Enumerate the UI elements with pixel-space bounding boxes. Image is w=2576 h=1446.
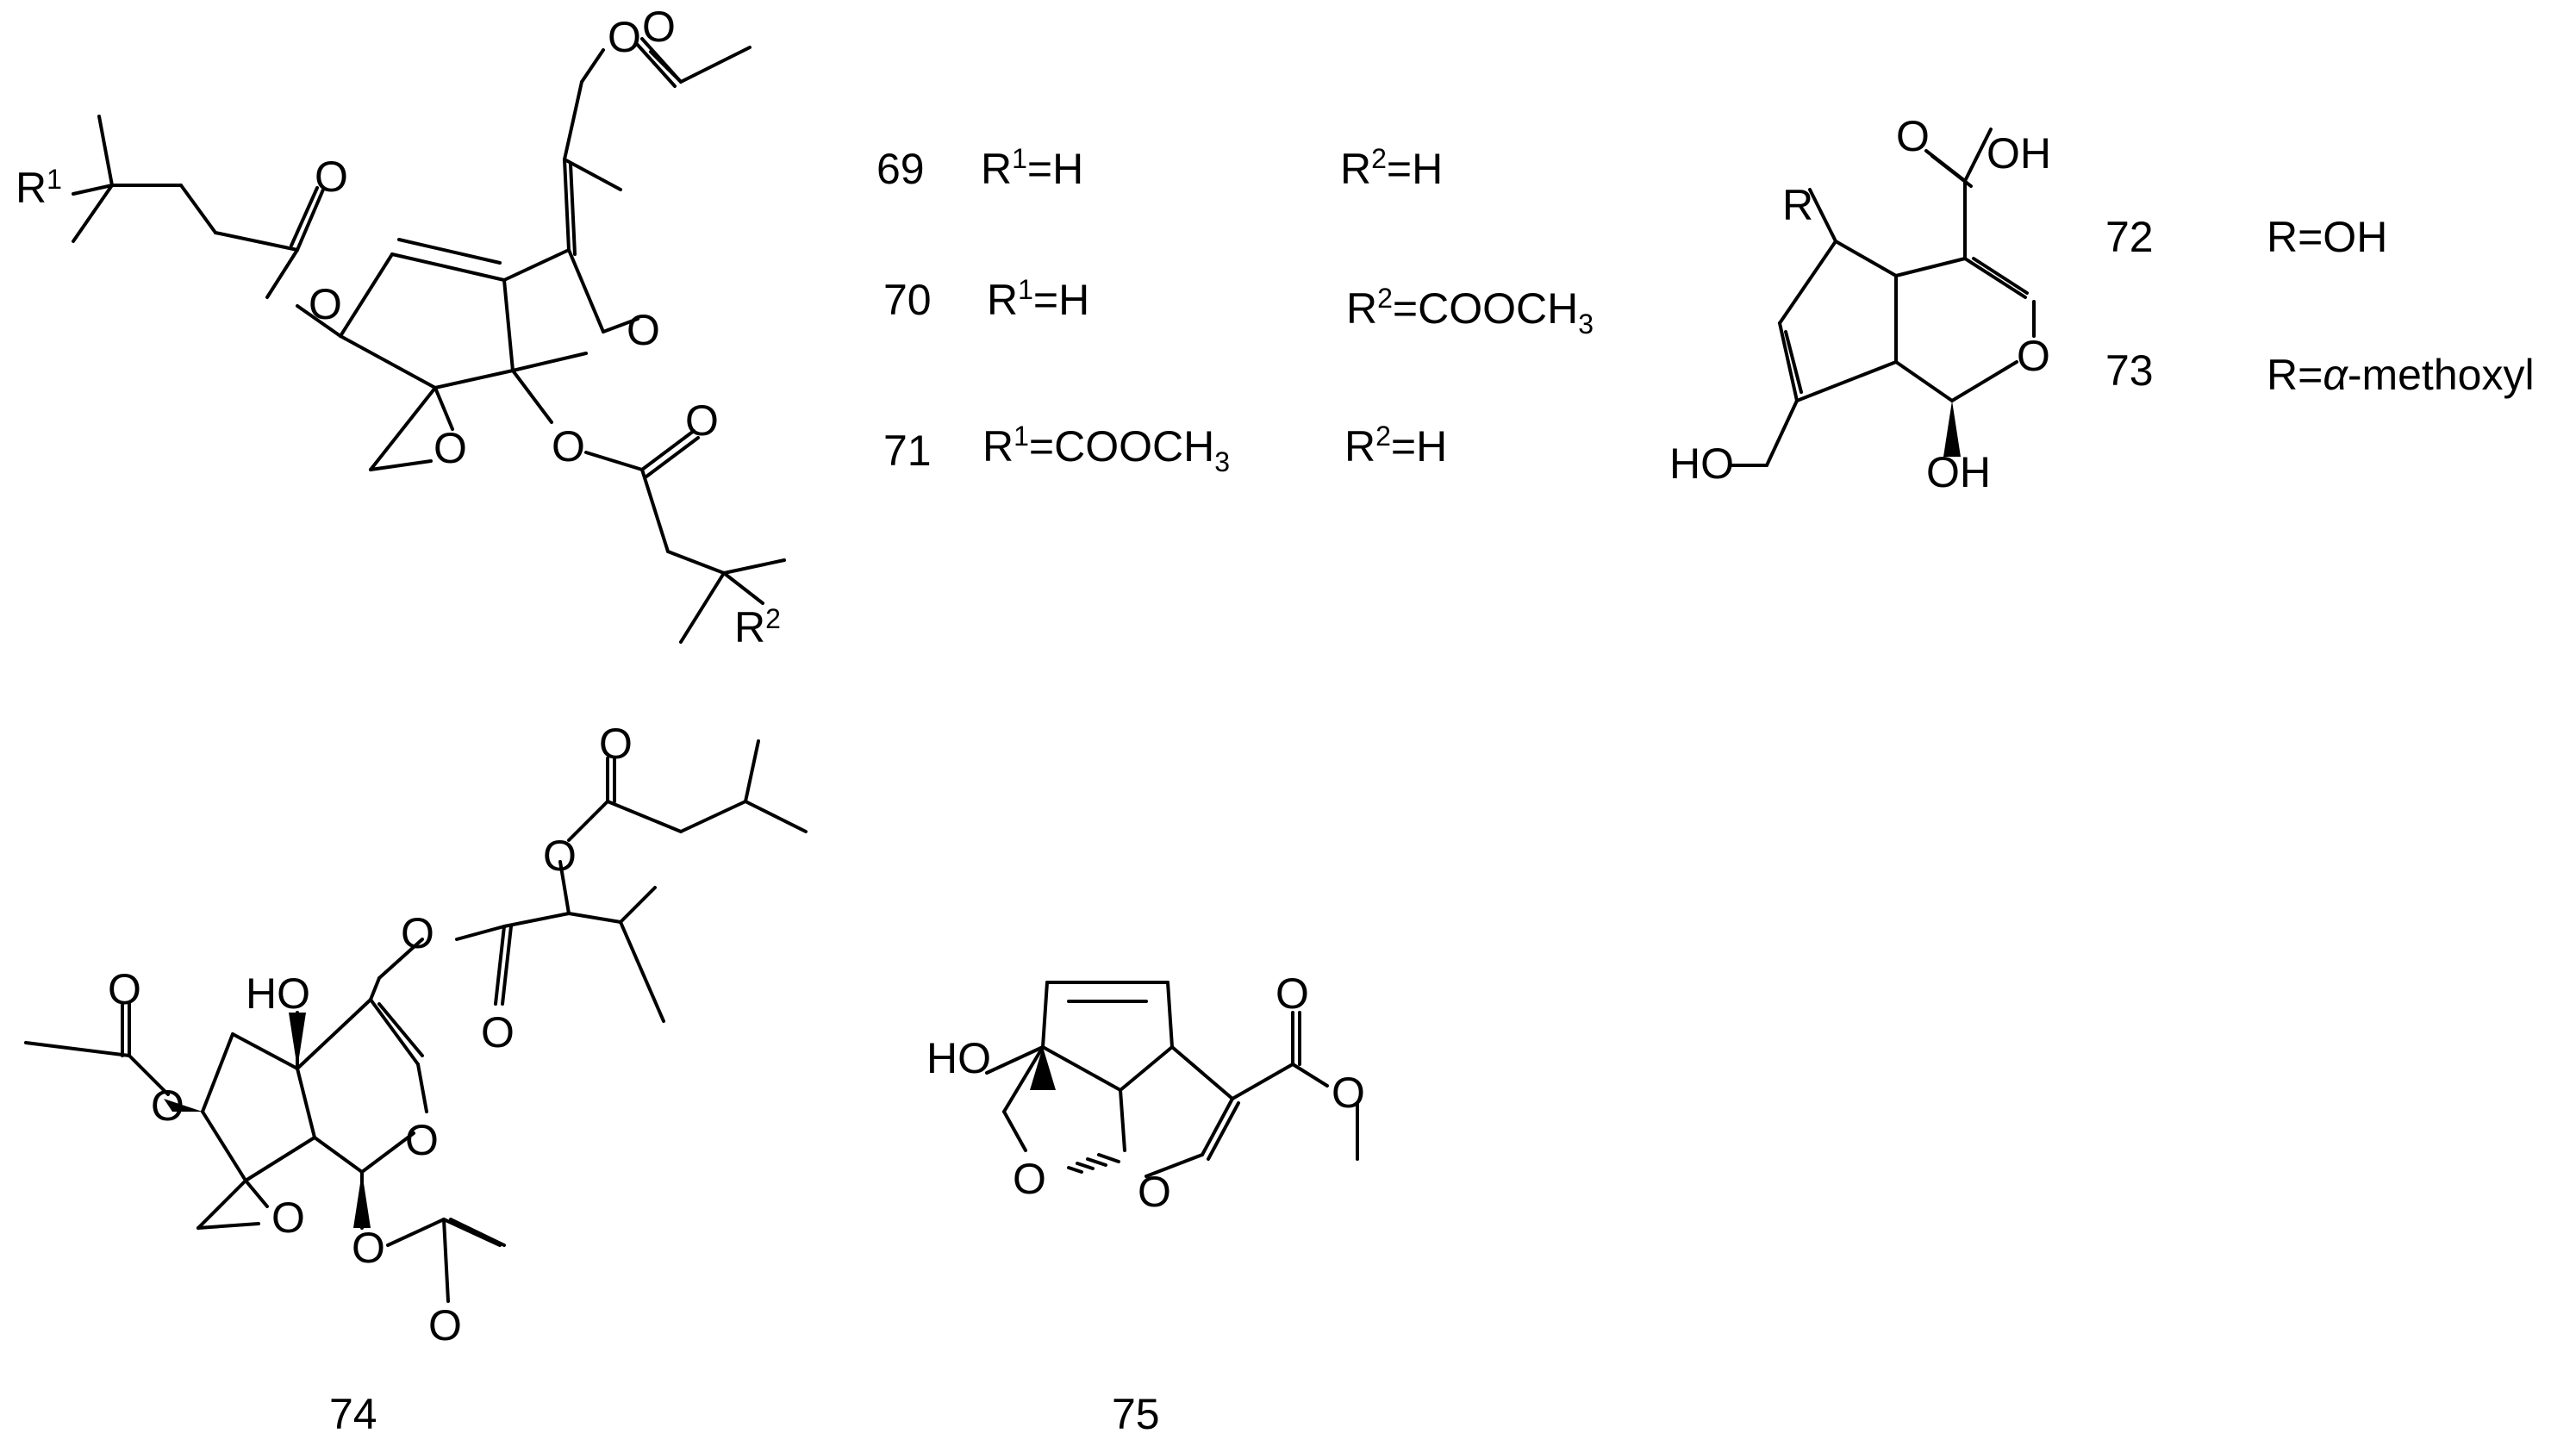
atom-o: O [1276, 969, 1309, 1018]
atom-o: O [543, 832, 577, 880]
compound-69-number: 69 [876, 145, 925, 193]
structure-75: HO O O O O 75 [926, 969, 1365, 1438]
stereo-wedge [164, 1099, 203, 1112]
atom-o: O [599, 720, 633, 768]
structure-69-71: O O O O O O O O R1 R2 [16, 3, 786, 651]
atom-ho: HO [1669, 439, 1734, 488]
atom-o: O [315, 153, 348, 201]
substituent-table-72-73: 72 R=OH 73 R=α-methoxyl [2105, 213, 2535, 399]
compound-75-number: 75 [1112, 1390, 1160, 1438]
compound-71-r2: R2=H [1344, 421, 1447, 471]
compound-74-number: 74 [329, 1390, 377, 1438]
compound-73-number: 73 [2105, 346, 2154, 395]
r2-group-label: R2 [734, 603, 781, 651]
compound-71-r1: R1=COOCH3 [982, 421, 1230, 477]
atom-r: R [1782, 181, 1813, 229]
atom-oh: OH [1987, 129, 2051, 178]
compound-71-number: 71 [883, 427, 932, 475]
atom-o: O [627, 306, 660, 354]
atom-ho: HO [926, 1034, 991, 1082]
atom-oh: HO [246, 969, 310, 1018]
structure-72-73: OH O O R HO OH [1669, 112, 2051, 496]
substituent-table-69-71: 69 R1=H R2=H 70 R1=H R2=COOCH3 71 R1=COO… [876, 143, 1594, 477]
atom-o: O [433, 424, 467, 472]
atom-o: O [405, 1116, 439, 1164]
atom-o: O [608, 13, 641, 61]
stereo-wedge [353, 1172, 371, 1228]
compound-70-number: 70 [883, 276, 932, 324]
atom-o: O [108, 965, 141, 1013]
atom-o: O [1013, 1155, 1046, 1203]
stereo-wedge [289, 1013, 306, 1069]
compound-73-r: R=α-methoxyl [2267, 351, 2535, 399]
atom-o: O [642, 3, 676, 51]
r1-group-label: R1 [16, 164, 62, 212]
atom-o: O [1896, 112, 1930, 160]
atom-o: O [401, 909, 434, 957]
atom-o: O [1332, 1069, 1365, 1117]
atom-o: O [481, 1008, 515, 1056]
stereo-wedge [1030, 1047, 1056, 1090]
structure-74: O O O O HO O O O O O O 74 [24, 720, 808, 1438]
atom-o: O [151, 1081, 184, 1130]
compound-72-r: R=OH [2267, 213, 2387, 261]
atom-o: O [428, 1301, 462, 1349]
atom-o: O [271, 1194, 305, 1242]
compound-69-r2: R2=H [1340, 143, 1443, 193]
stereo-hash [1067, 1153, 1120, 1174]
atom-o: O [2017, 332, 2050, 380]
compound-70-r2: R2=COOCH3 [1346, 283, 1594, 340]
atom-o: O [685, 396, 719, 445]
atom-o: O [309, 280, 342, 328]
atom-oh: OH [1926, 448, 1991, 496]
atom-o: O [352, 1224, 385, 1272]
atom-o: O [552, 422, 585, 471]
compound-72-number: 72 [2105, 213, 2154, 261]
compound-70-r1: R1=H [987, 274, 1089, 324]
atom-o: O [1138, 1168, 1171, 1216]
compound-69-r1: R1=H [981, 143, 1083, 193]
stereo-wedge [1943, 401, 1961, 457]
